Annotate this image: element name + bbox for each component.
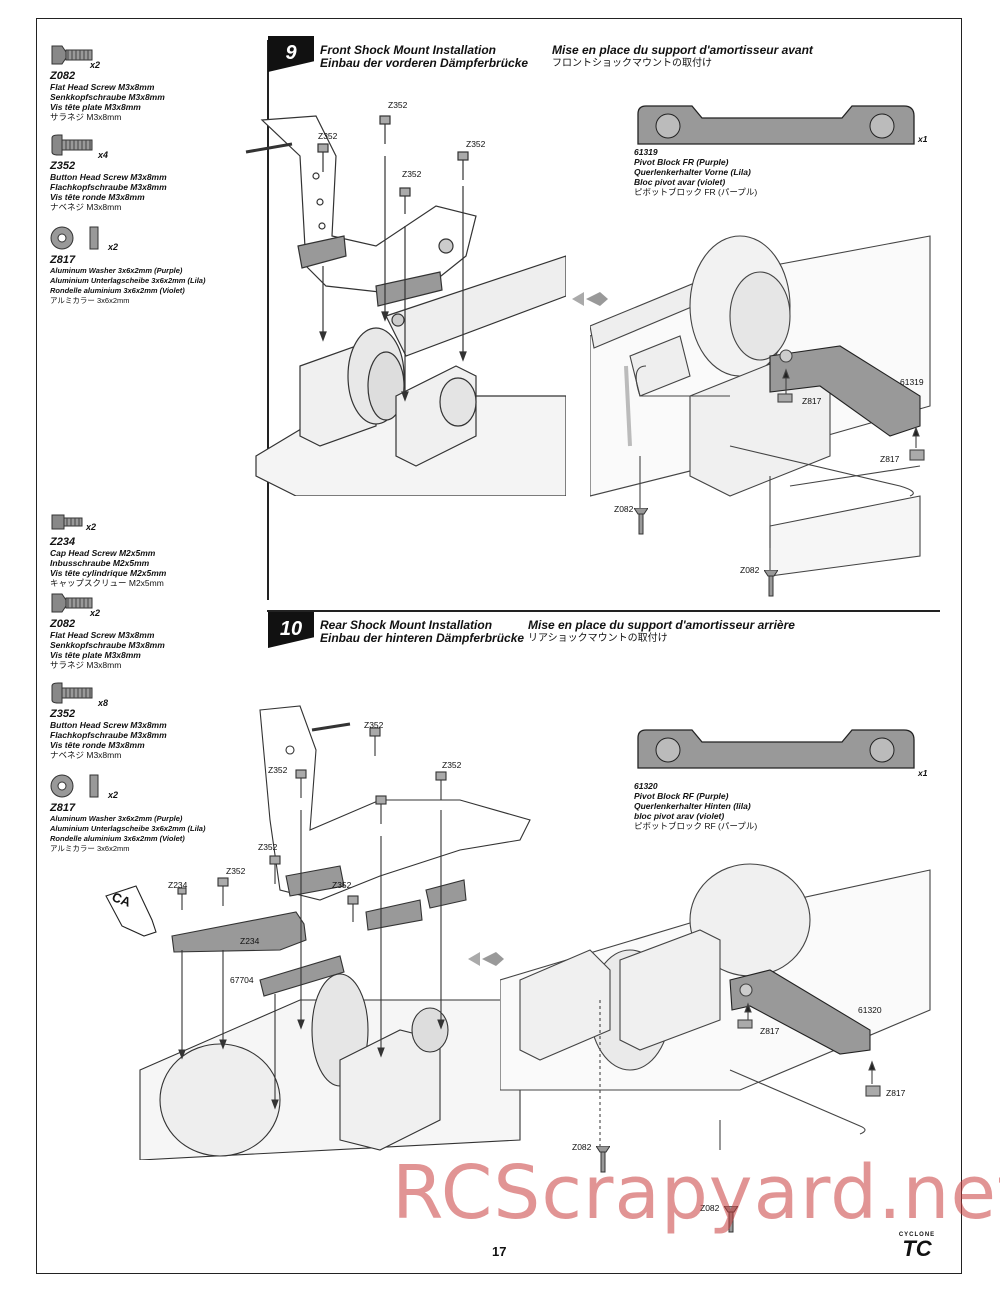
pivot-61320-qty: x1 <box>918 768 928 778</box>
callout-z817-d: Z817 <box>886 1088 906 1098</box>
step-10-title: Rear Shock Mount Installation Einbau der… <box>320 618 525 645</box>
flat-head-screw-icon <box>634 508 648 535</box>
callout-z234-a: Z234 <box>168 880 188 890</box>
callout-61319: 61319 <box>900 377 924 387</box>
callout-z352-b: Z352 <box>318 131 338 141</box>
part-z817-step10: x2 Z817 Aluminum Washer 3x6x2mm (Purple)… <box>50 772 265 854</box>
callout-67704: 67704 <box>230 975 254 985</box>
page-number: 17 <box>492 1244 507 1259</box>
pivot-61319-qty: x1 <box>918 134 928 144</box>
part-z817-step9: x2 Z817 Aluminum Washer 3x6x2mm (Purple)… <box>50 224 265 306</box>
flat-head-screw-icon <box>51 45 93 65</box>
pivot-61320-label: 61320 Pivot Block RF (Purple) Querlenker… <box>634 781 758 831</box>
callout-z817-b: Z817 <box>880 454 900 464</box>
flat-head-screw-icon <box>51 593 93 613</box>
callout-z352-g: Z352 <box>442 760 462 770</box>
step-9-title-fr: Mise en place du support d'amortisseur a… <box>552 43 813 70</box>
pivot-61319-label: 61319 Pivot Block FR (Purple) Querlenker… <box>634 147 758 197</box>
cap-head-screw-icon <box>51 514 83 530</box>
button-head-screw-icon <box>51 682 93 704</box>
callout-z082-c: Z082 <box>572 1142 592 1152</box>
flat-head-screw-icon <box>596 1146 610 1173</box>
pivot-block-61320-icon <box>637 729 915 769</box>
step-divider <box>267 610 940 612</box>
part-z352-step9: x4 Z352 Button Head Screw M3x8mm Flachko… <box>50 134 265 212</box>
callout-z352-a: Z352 <box>388 100 408 110</box>
front-shock-mount-exploded-view <box>245 115 566 496</box>
next-stage-arrow-icon <box>468 952 504 966</box>
callout-z817-a: Z817 <box>802 396 822 406</box>
next-stage-arrow-icon <box>572 292 608 306</box>
step-9-title: Front Shock Mount Installation Einbau de… <box>320 43 529 70</box>
callout-z817-c: Z817 <box>760 1026 780 1036</box>
callout-z352-d: Z352 <box>402 169 422 179</box>
watermark: RCScrapyard.net <box>392 1150 1000 1236</box>
part-z352-step10: x8 Z352 Button Head Screw M3x8mm Flachko… <box>50 682 265 760</box>
page-frame <box>36 18 962 1274</box>
callout-z352-c: Z352 <box>466 139 486 149</box>
callout-z082-b: Z082 <box>740 565 760 575</box>
part-z082-step10: x2 Z082 Flat Head Screw M3x8mm Senkkopfs… <box>50 592 265 670</box>
callout-z352-i: Z352 <box>226 866 246 876</box>
washer-icon <box>50 774 99 798</box>
column-divider <box>267 40 269 600</box>
washer-icon <box>50 226 99 250</box>
flat-head-screw-icon <box>724 1206 738 1233</box>
callout-z234-b: Z234 <box>240 936 260 946</box>
callout-z352-h: Z352 <box>258 842 278 852</box>
part-z082-step9: x2 Z082 Flat Head Screw M3x8mm Senkkopfs… <box>50 44 265 122</box>
callout-z352-f: Z352 <box>268 765 288 775</box>
flat-head-screw-icon <box>764 570 778 597</box>
callout-z352-e: Z352 <box>364 720 384 730</box>
button-head-screw-icon <box>51 134 93 156</box>
callout-z082-d: Z082 <box>700 1203 720 1213</box>
callout-z082-a: Z082 <box>614 504 634 514</box>
rear-pivot-block-assembly <box>500 863 931 1150</box>
rear-shock-mount-exploded-view <box>105 705 531 1160</box>
callout-z352-j: Z352 <box>332 880 352 890</box>
callout-61320: 61320 <box>858 1005 882 1015</box>
step-10-title-fr: Mise en place du support d'amortisseur a… <box>528 618 795 645</box>
part-z234-step10: x2 Z234 Cap Head Screw M2x5mm Inbusschra… <box>50 510 265 588</box>
front-pivot-block-assembly <box>590 235 931 576</box>
pivot-block-61319-icon <box>637 105 915 145</box>
cyclone-tc-logo: CYCLONE TC <box>898 1232 936 1261</box>
